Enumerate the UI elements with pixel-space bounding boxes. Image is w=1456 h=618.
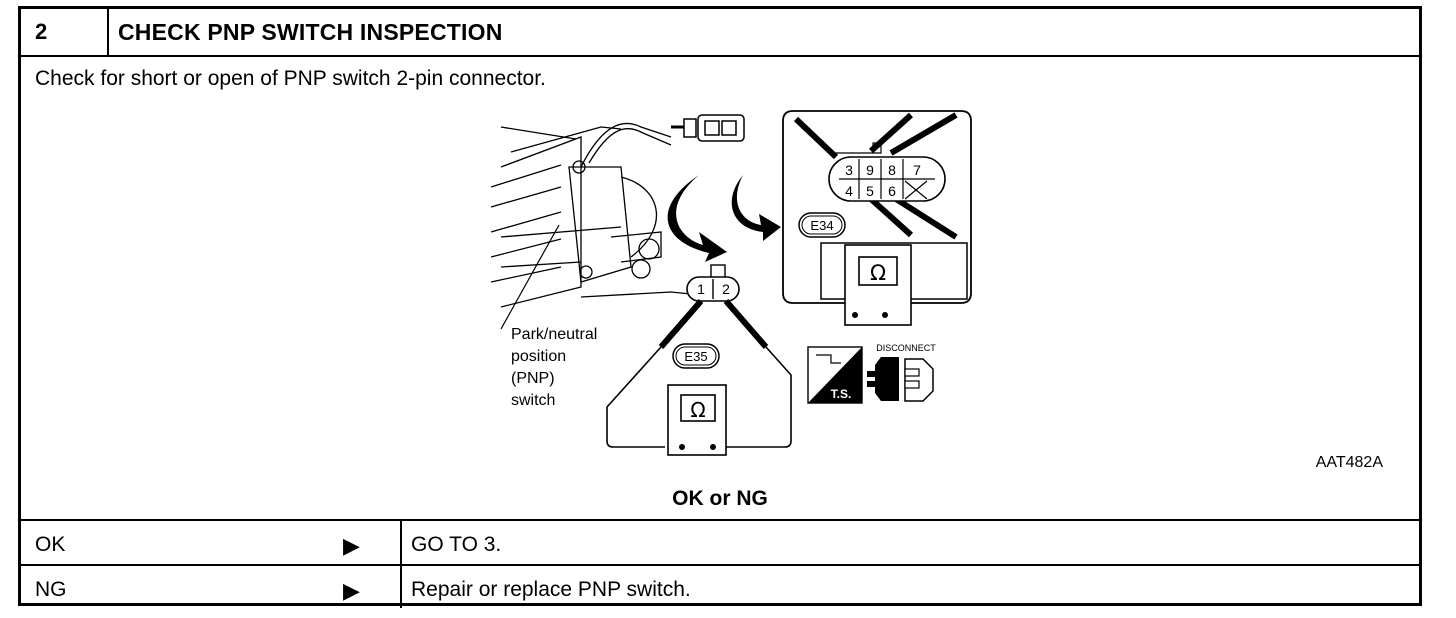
- result-label-ok: OK: [35, 533, 66, 556]
- callout-line-3: (PNP): [511, 370, 555, 387]
- e34-label: E34: [810, 218, 833, 233]
- e35-label: E35: [684, 349, 707, 364]
- ts-label: T.S.: [831, 387, 852, 401]
- result-row-ok: OK ▶ GO TO 3.: [21, 519, 1419, 567]
- e34-pin-4: 4: [845, 183, 853, 199]
- step-title: CHECK PNP SWITCH INSPECTION: [118, 19, 503, 45]
- engine-sketch: [490, 122, 722, 308]
- e34-pin-9: 9: [866, 162, 874, 178]
- arrow-right-icon: ▶: [343, 578, 360, 603]
- pnp-connector-drawing: [671, 114, 745, 142]
- result-row-ng: NG ▶ Repair or replace PNP switch.: [21, 564, 1419, 608]
- callout-line-2: position: [511, 348, 566, 365]
- row-divider: [400, 521, 402, 567]
- instruction-text: Check for short or open of PNP switch 2-…: [35, 67, 546, 90]
- e35-pin-2: 2: [722, 281, 730, 297]
- curved-arrow-icons: [667, 175, 781, 262]
- inspection-figure: 1 2 E35 Ω Park/neutral position: [490, 110, 1384, 471]
- e35-probes: [606, 299, 792, 448]
- inspection-table: 2 CHECK PNP SWITCH INSPECTION Check for …: [18, 6, 1422, 608]
- figure-code: AAT482A: [1316, 454, 1384, 471]
- e34-pin-8: 8: [888, 162, 896, 178]
- result-action-ng: Repair or replace PNP switch.: [411, 578, 691, 601]
- callout-line-1: Park/neutral: [511, 326, 597, 343]
- ohmmeter-e35: Ω: [667, 384, 727, 456]
- step-number: 2: [35, 19, 48, 44]
- result-label-ng: NG: [35, 578, 67, 601]
- e35-connector: 1 2: [686, 264, 740, 302]
- disconnect-icon: DISCONNECT: [867, 343, 936, 402]
- e34-pin-5: 5: [866, 183, 874, 199]
- arrow-right-icon: ▶: [343, 533, 360, 558]
- e34-pin-3: 3: [845, 162, 853, 178]
- result-action-ok: GO TO 3.: [411, 533, 502, 556]
- ohm-symbol-e34: Ω: [870, 261, 886, 285]
- disconnect-label: DISCONNECT: [876, 343, 936, 353]
- callout-line-4: switch: [511, 392, 555, 409]
- e34-pin-6: 6: [888, 183, 896, 199]
- header-divider: [107, 9, 109, 55]
- ts-icon: T.S.: [807, 346, 863, 404]
- e34-panel: 3 9 8 7 4 5 6 E34 Ω: [782, 110, 972, 326]
- result-heading: OK or NG: [672, 487, 768, 510]
- ohm-symbol-e35: Ω: [690, 398, 705, 422]
- step-header: 2 CHECK PNP SWITCH INSPECTION: [21, 9, 1419, 57]
- component-callout: Park/neutral position (PNP) switch: [500, 224, 597, 409]
- e35-pin-1: 1: [697, 281, 705, 297]
- row-divider: [400, 566, 402, 608]
- e34-pin-7: 7: [913, 162, 921, 178]
- e35-label-tag: E35: [672, 343, 720, 369]
